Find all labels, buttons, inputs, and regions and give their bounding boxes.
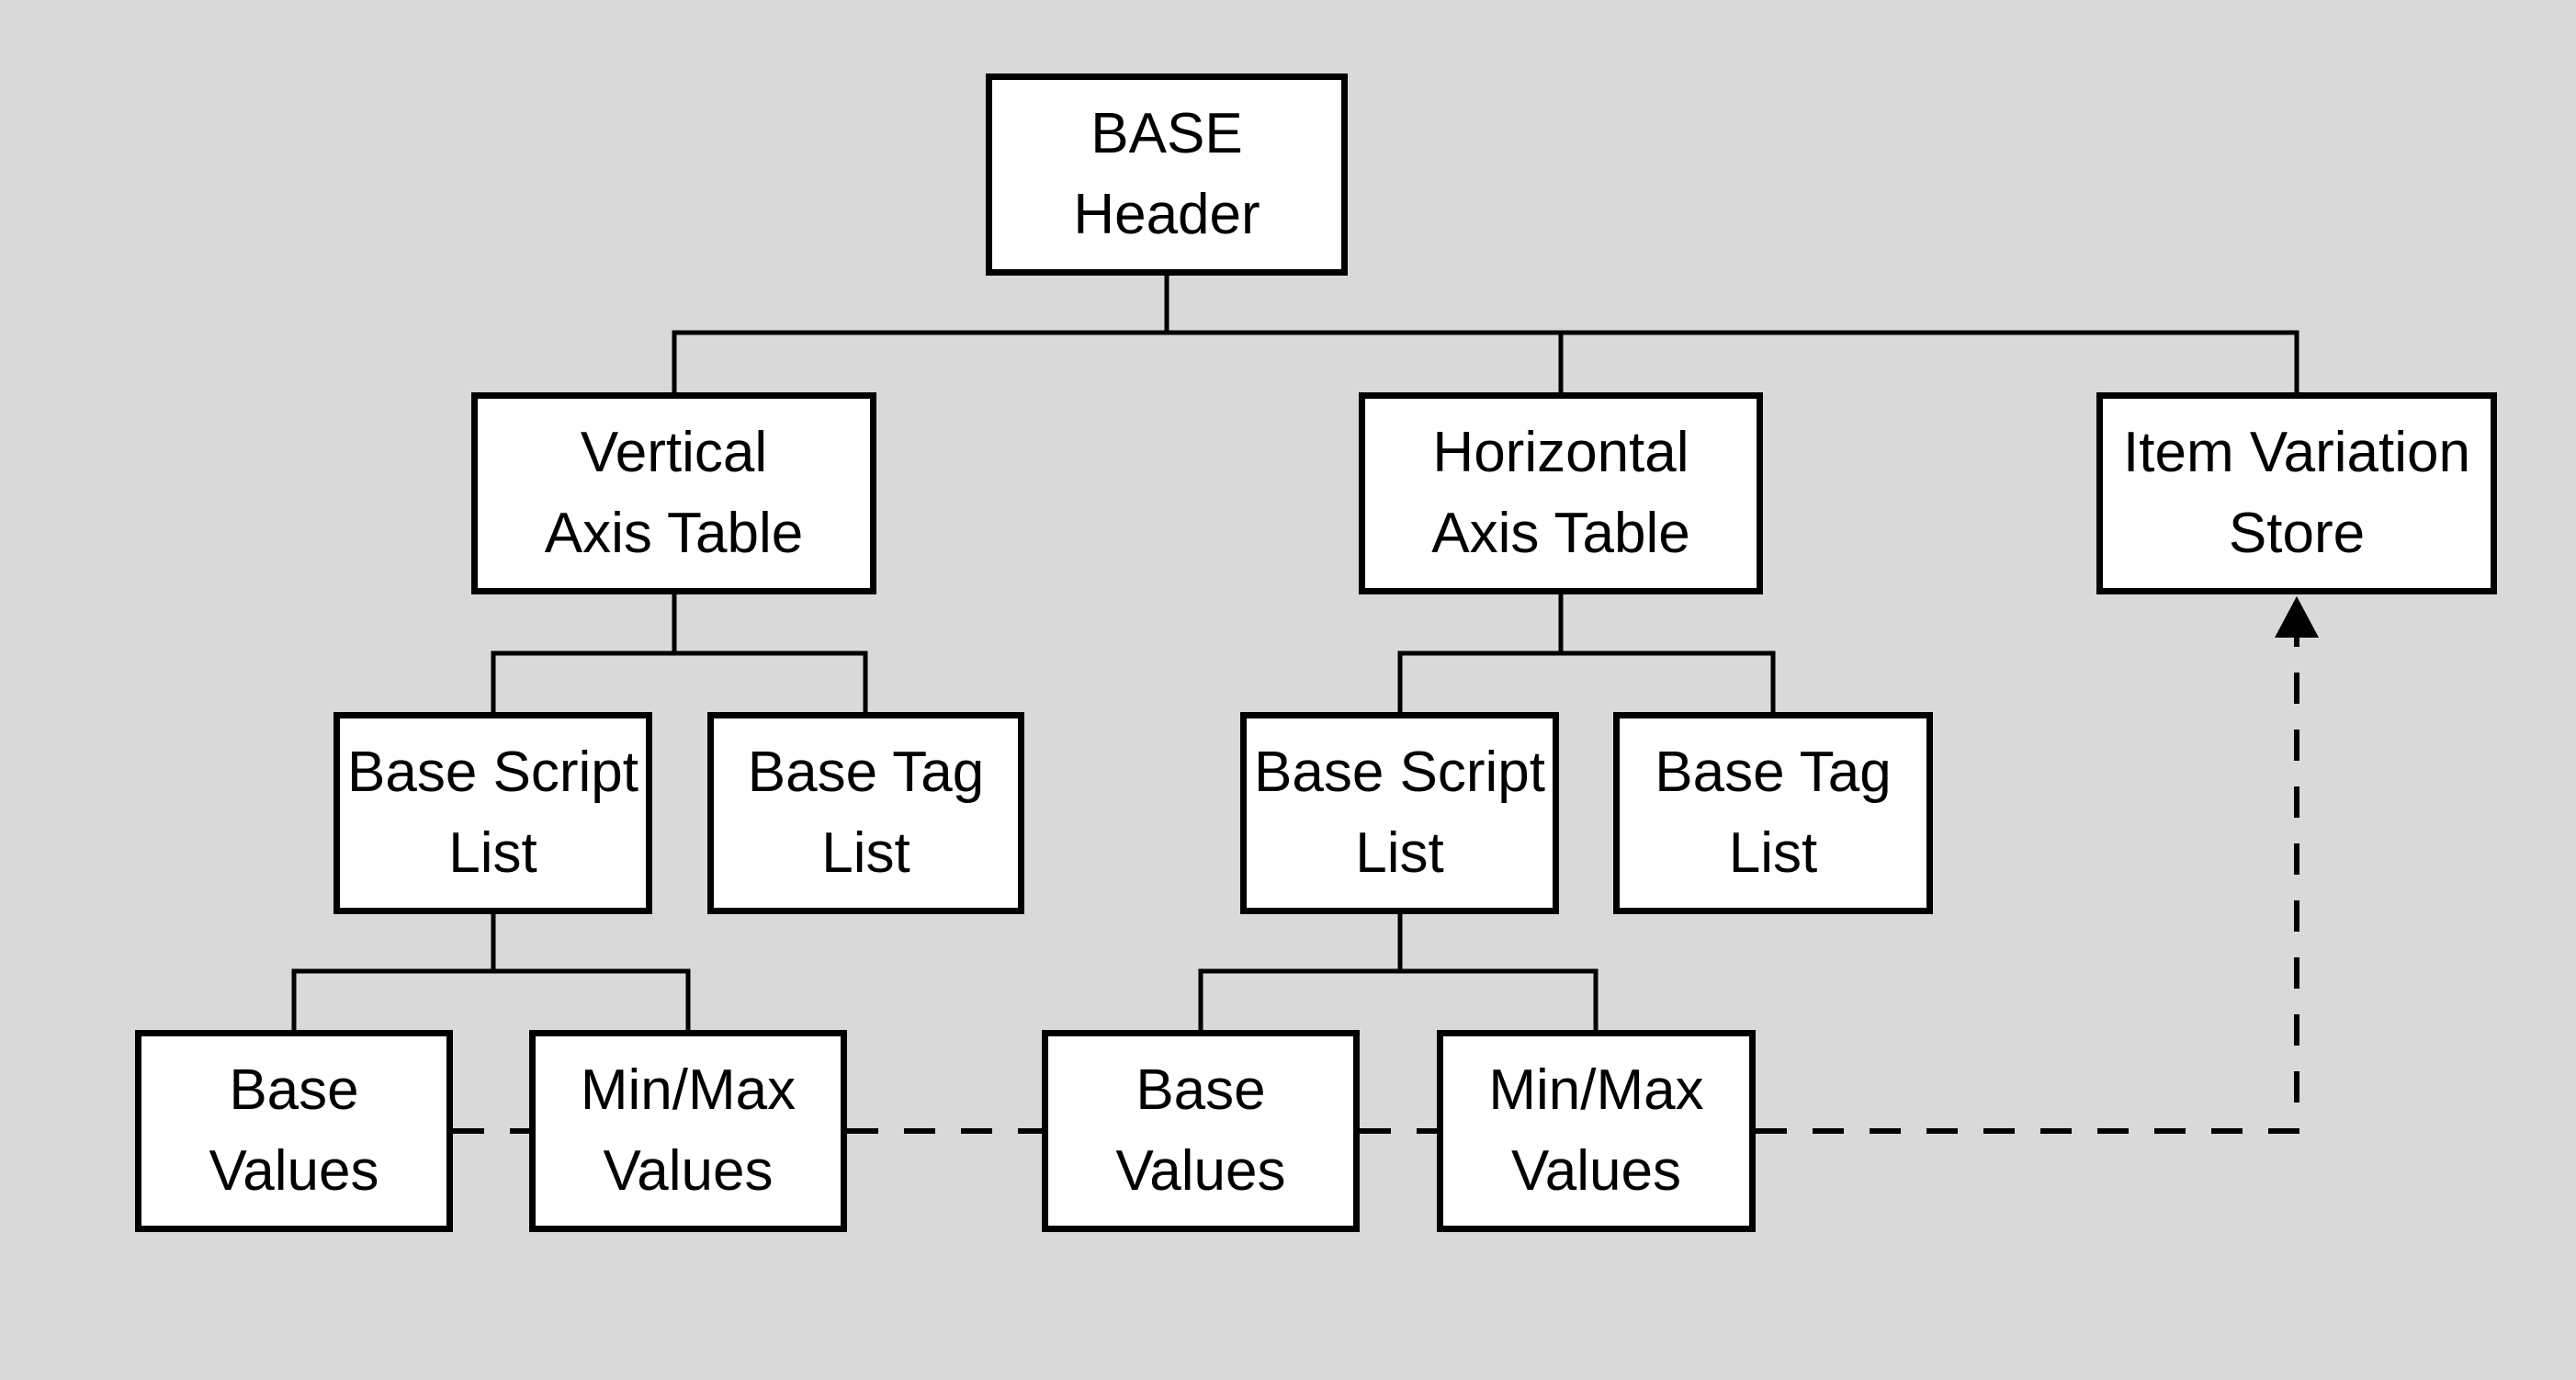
node-base-header: BASE Header (986, 74, 1348, 276)
connector-header-children-rail (672, 330, 2299, 392)
node-vertical-axis-table: Vertical Axis Table (471, 392, 876, 594)
arrow-up-icon (2275, 596, 2319, 638)
connector-right-script-list-children-rail (1198, 968, 1599, 1030)
dashed-link-to-item-variation-store (1756, 636, 2299, 1134)
node-horizontal-base-values: Base Values (1042, 1030, 1360, 1232)
node-vertical-base-tag-list: Base Tag List (707, 712, 1024, 914)
node-vertical-minmax-values: Min/Max Values (529, 1030, 847, 1232)
node-horizontal-base-script-list: Base Script List (1240, 712, 1559, 914)
connector-left-script-list-children-rail (291, 968, 691, 1030)
connector-vertical-axis-children-rail (491, 650, 868, 712)
node-vertical-base-values: Base Values (135, 1030, 453, 1232)
connector-horizontal-axis-children-rail (1397, 650, 1776, 712)
node-horizontal-axis-table: Horizontal Axis Table (1359, 392, 1763, 594)
node-horizontal-minmax-values: Min/Max Values (1437, 1030, 1756, 1232)
node-item-variation-store: Item Variation Store (2096, 392, 2497, 594)
node-horizontal-base-tag-list: Base Tag List (1613, 712, 1933, 914)
node-vertical-base-script-list: Base Script List (333, 712, 652, 914)
